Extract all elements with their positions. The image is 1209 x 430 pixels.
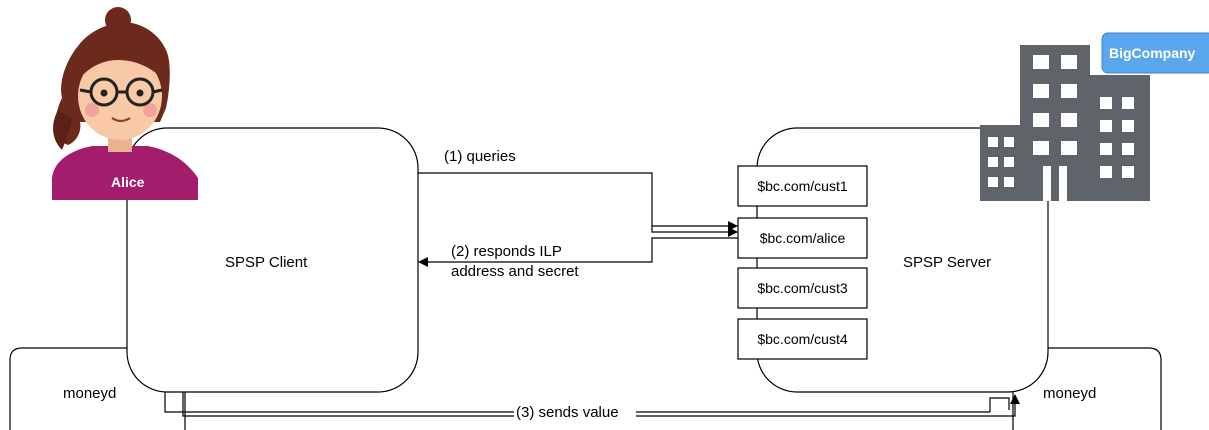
spsp-client-node: SPSP Client [126, 127, 419, 393]
endpoint-label: $bc.com/cust1 [757, 178, 847, 194]
bigcompany-badge: BigCompany [1101, 32, 1209, 74]
moneyd-right-label: moneyd [1043, 385, 1096, 402]
endpoint-box: $bc.com/cust4 [737, 318, 868, 360]
spsp-client-label: SPSP Client [225, 254, 308, 271]
send-value-label: (3) sends value [516, 404, 619, 421]
endpoint-box: $bc.com/cust1 [737, 165, 868, 207]
building-icon [980, 45, 1150, 201]
endpoint-label: $bc.com/cust3 [757, 280, 847, 296]
endpoint-label: $bc.com/cust4 [757, 331, 847, 347]
spsp-server-label: SPSP Server [903, 254, 991, 271]
endpoint-box: $bc.com/cust3 [737, 267, 868, 309]
response-label-line2: address and secret [451, 263, 579, 280]
bigcompany-label: BigCompany [1109, 45, 1196, 61]
query-arrow: (1) queries [418, 148, 738, 237]
moneyd-left-label: moneyd [63, 385, 116, 402]
endpoint-label: $bc.com/alice [760, 230, 846, 246]
response-label-line1: (2) responds ILP [451, 243, 562, 260]
query-label: (1) queries [444, 148, 516, 165]
alice-label: Alice [111, 174, 145, 190]
person-icon: Alice [52, 7, 198, 200]
endpoint-box: $bc.com/alice [737, 217, 868, 259]
send-value-arrow: (3) sends value [164, 392, 1020, 421]
response-arrow: (2) responds ILP address and secret [418, 237, 738, 280]
